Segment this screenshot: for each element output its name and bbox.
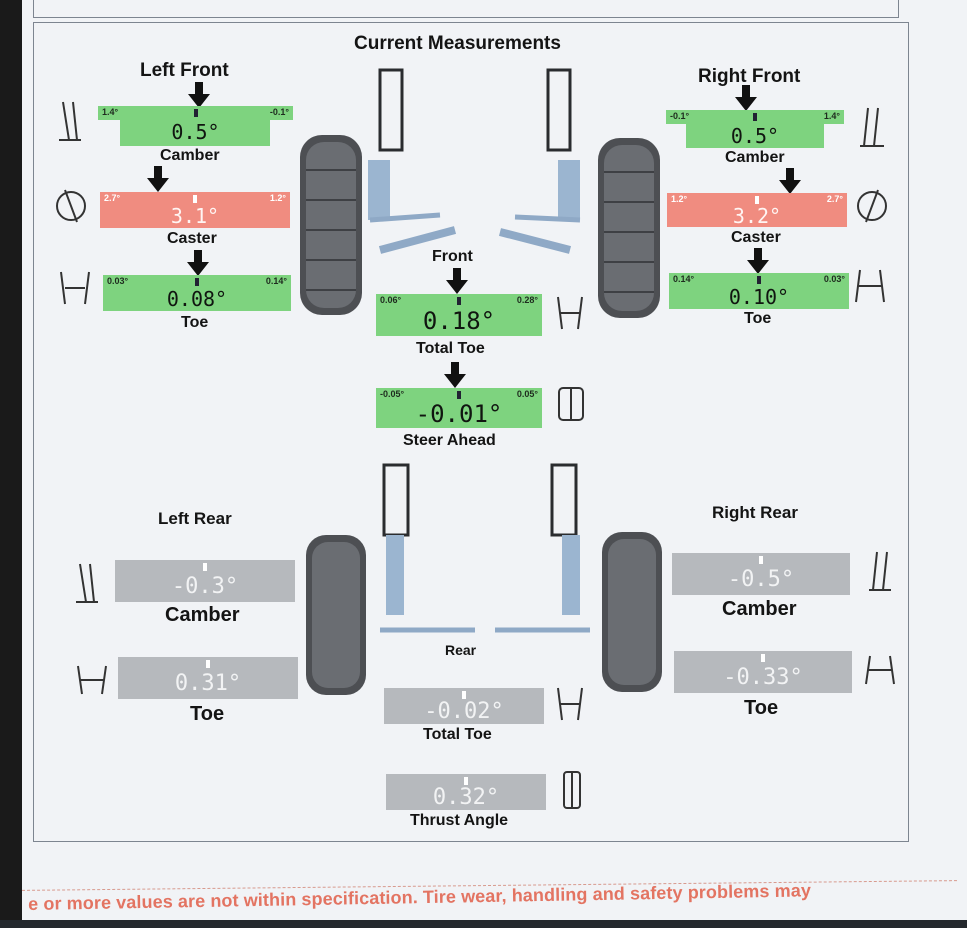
rr-toe-label: Toe [744, 697, 779, 719]
steering-icon [558, 387, 584, 421]
front-total-toe-label: Total Toe [416, 340, 485, 357]
measurements-frame [33, 22, 909, 842]
rr-camber-gauge: -0.5° [672, 553, 850, 595]
section-left-front: Left Front [140, 60, 229, 81]
rf-toe-label: Toe [744, 310, 772, 327]
indicator-arrow-icon [747, 248, 769, 274]
thrust-angle-icon [563, 771, 581, 809]
report-paper [22, 0, 967, 928]
rear-total-toe-gauge: -0.02° [384, 688, 544, 724]
section-right-front: Right Front [698, 66, 801, 87]
indicator-arrow-icon [187, 250, 209, 276]
toe-icon [865, 655, 895, 685]
toe-icon [77, 665, 107, 695]
section-rear: Rear [445, 642, 477, 658]
bottom-edge [0, 920, 967, 928]
toe-icon [60, 271, 90, 305]
section-right-rear: Right Rear [712, 503, 798, 522]
lf-camber-gauge: 1.4°-0.1° 0.5° [98, 106, 293, 146]
rear-suspension-illustration [306, 463, 662, 695]
lf-toe-label: Toe [181, 314, 209, 331]
indicator-arrow-icon [188, 82, 210, 108]
top-frame-edge [33, 0, 899, 18]
lr-camber-label: Camber [165, 604, 240, 626]
camber-icon [59, 101, 81, 141]
lr-toe-label: Toe [190, 703, 225, 725]
caster-icon [56, 189, 86, 223]
caster-icon [857, 189, 887, 223]
page-title: Current Measurements [354, 33, 561, 54]
camber-icon [869, 551, 891, 591]
rr-toe-gauge: -0.33° [674, 651, 852, 693]
rf-toe-gauge: 0.14°0.03° 0.10° [669, 273, 849, 309]
thrust-angle-label: Thrust Angle [410, 812, 509, 829]
toe-icon [557, 687, 583, 721]
rf-camber-label: Camber [725, 149, 785, 166]
toe-icon [855, 269, 885, 303]
lf-caster-gauge: 2.7°1.2° 3.1° [100, 192, 290, 228]
section-front: Front [432, 248, 473, 265]
rf-camber-gauge: -0.1°1.4° 0.5° [666, 110, 844, 148]
steer-ahead-gauge: -0.05°0.05° -0.01° [376, 388, 542, 428]
indicator-arrow-icon [147, 166, 169, 192]
camber-icon [860, 107, 884, 147]
rr-camber-label: Camber [722, 598, 797, 620]
indicator-arrow-icon [444, 362, 466, 388]
indicator-arrow-icon [735, 85, 757, 111]
lr-camber-gauge: -0.3° [115, 560, 295, 602]
lr-toe-gauge: 0.31° [118, 657, 298, 699]
lf-toe-gauge: 0.03°0.14° 0.08° [103, 275, 291, 311]
front-total-toe-gauge: 0.06°0.28° 0.18° [376, 294, 542, 336]
indicator-arrow-icon [446, 268, 468, 294]
lf-caster-label: Caster [167, 230, 217, 247]
front-suspension-illustration [300, 68, 660, 318]
steer-ahead-label: Steer Ahead [403, 432, 496, 449]
indicator-arrow-icon [779, 168, 801, 194]
section-left-rear: Left Rear [158, 509, 232, 528]
rf-caster-label: Caster [731, 229, 781, 246]
toe-icon [557, 296, 583, 330]
camber-icon [76, 563, 98, 603]
rf-caster-gauge: 1.2°2.7° 3.2° [667, 193, 847, 227]
thrust-angle-gauge: 0.32° [386, 774, 546, 810]
rear-total-toe-label: Total Toe [423, 726, 492, 743]
lf-camber-label: Camber [160, 147, 220, 164]
